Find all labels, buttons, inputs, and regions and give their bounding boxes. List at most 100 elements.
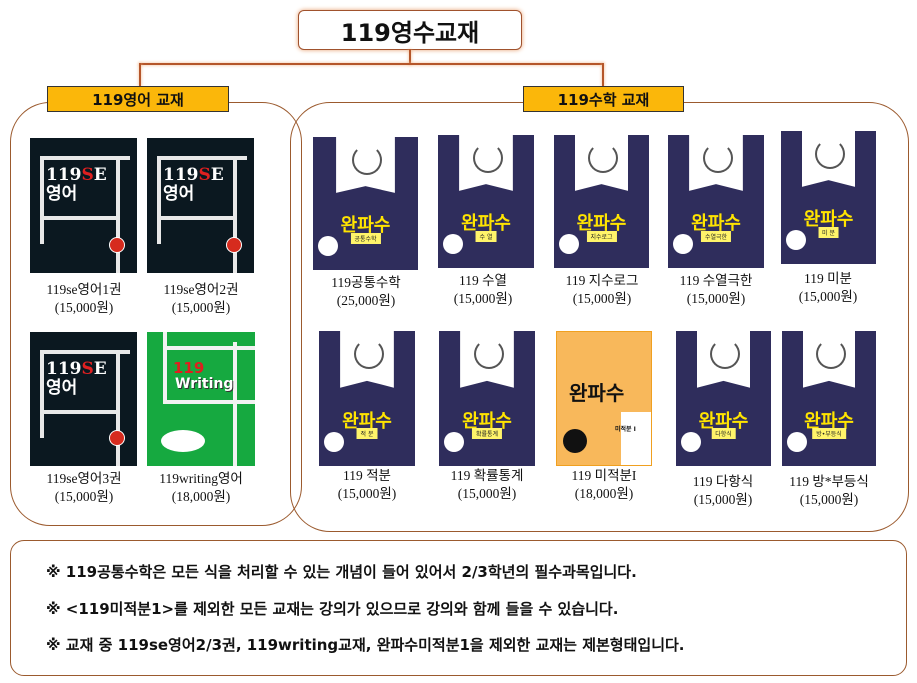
cover-art: 완파 [462,410,496,432]
connector-line [139,63,141,87]
book-name: 119 다항식 [692,474,754,489]
cover-art [559,234,579,254]
cover-subject: 수 열 [475,230,497,242]
cover-art [710,339,741,369]
cover-art: 수 [836,209,854,231]
cover-art [352,145,383,175]
cover-art [40,156,44,244]
cover-art: 완파수 [438,209,534,235]
cover-art [226,237,242,253]
cover-art: 수 [609,213,627,235]
cover-art: 완파 [691,213,725,235]
book-caption: 119 적분(15,000원) [302,467,432,503]
cover-art: 완파수 [782,407,876,433]
cover-art [444,432,464,452]
cover-subject: 지수로그 [586,230,617,242]
book-name: 119공통수학 [331,275,401,290]
cover-subject: 적 분 [356,428,378,440]
cover-art [689,135,743,191]
cover-art [163,400,255,404]
cover-art [157,156,161,244]
cover-art [318,236,338,256]
cover-art: 수 [837,410,854,432]
cover-art [801,131,856,187]
book-caption: 119se영어1권(15,000원) [19,281,149,317]
cover-number: 119 [173,359,205,377]
book-caption: 119se영어2권(15,000원) [136,281,266,317]
cover-art [233,342,237,466]
book-price: (15,000원) [693,492,753,507]
cover-art: 완파 [803,209,837,231]
book-name: 119 확률통계 [450,468,524,483]
cover-art [163,332,167,404]
book-name: 119 지수로그 [565,273,639,288]
cover-art [163,346,255,350]
cover-art: 완파수 [676,407,771,433]
cover-art [574,135,629,191]
cover-art: 완파 [340,215,374,237]
book-price: (15,000원) [457,486,517,501]
cover-art [40,156,130,160]
cover-art [40,410,120,414]
cover-art: S [81,165,94,185]
book-price: (15,000원) [572,291,632,306]
cover-art: 수 [731,410,749,432]
book-price: (15,000원) [686,291,746,306]
cover-art: 완파수 [313,211,418,237]
cover-art [109,237,125,253]
book-caption: 119 확률통계 (15,000원) [422,467,552,503]
cover-art: 수 [373,215,391,237]
book-name: 119 방*부등식 [789,474,869,489]
cover-art [473,339,504,369]
cover-art [443,234,463,254]
book-caption: 119se영어3권(15,000원) [19,470,149,506]
cover-art: 완파 [576,213,610,235]
book-caption: 119 미분(15,000원) [763,270,893,306]
main-title: 119영수교재 [298,10,522,50]
book-caption: 119 지수로그 (15,000원) [537,272,667,308]
cover-subject: 다항식 [711,428,736,440]
cover-art: 완파 [569,381,606,405]
cover-art [40,350,130,354]
book-caption: 119 미적분I(18,000원) [539,467,669,503]
book-price: (15,000원) [453,291,513,306]
book-price: (15,000원) [799,492,859,507]
cover-art [472,143,503,173]
cover-subject: 방•부등식 [812,428,846,440]
cover-art: S [81,359,94,379]
connector-line [139,63,604,65]
book-price: (15,000원) [54,489,114,504]
cover-art [161,430,205,452]
book-name: 119writing영어 [159,471,243,486]
cover-art [40,350,44,438]
cover-art: 수 [495,410,512,432]
book-caption: 119 다항식 (15,000원) [658,473,788,509]
note-1: ※ 119공통수학은 모든 식을 처리할 수 있는 개념이 들어 있어서 2/3… [46,563,637,581]
cover-art: 완파 [804,410,838,432]
connector-line [602,63,604,87]
cover-art [802,331,856,388]
connector-line [409,49,411,65]
book-caption: 119 수열(15,000원) [418,272,548,308]
book-price: (25,000원) [336,293,396,308]
book-name: 119se영어1권 [46,282,122,297]
cover-art [459,135,513,191]
cover-art: 완파수 [569,377,624,406]
cover-art: 완파수 [781,205,876,231]
